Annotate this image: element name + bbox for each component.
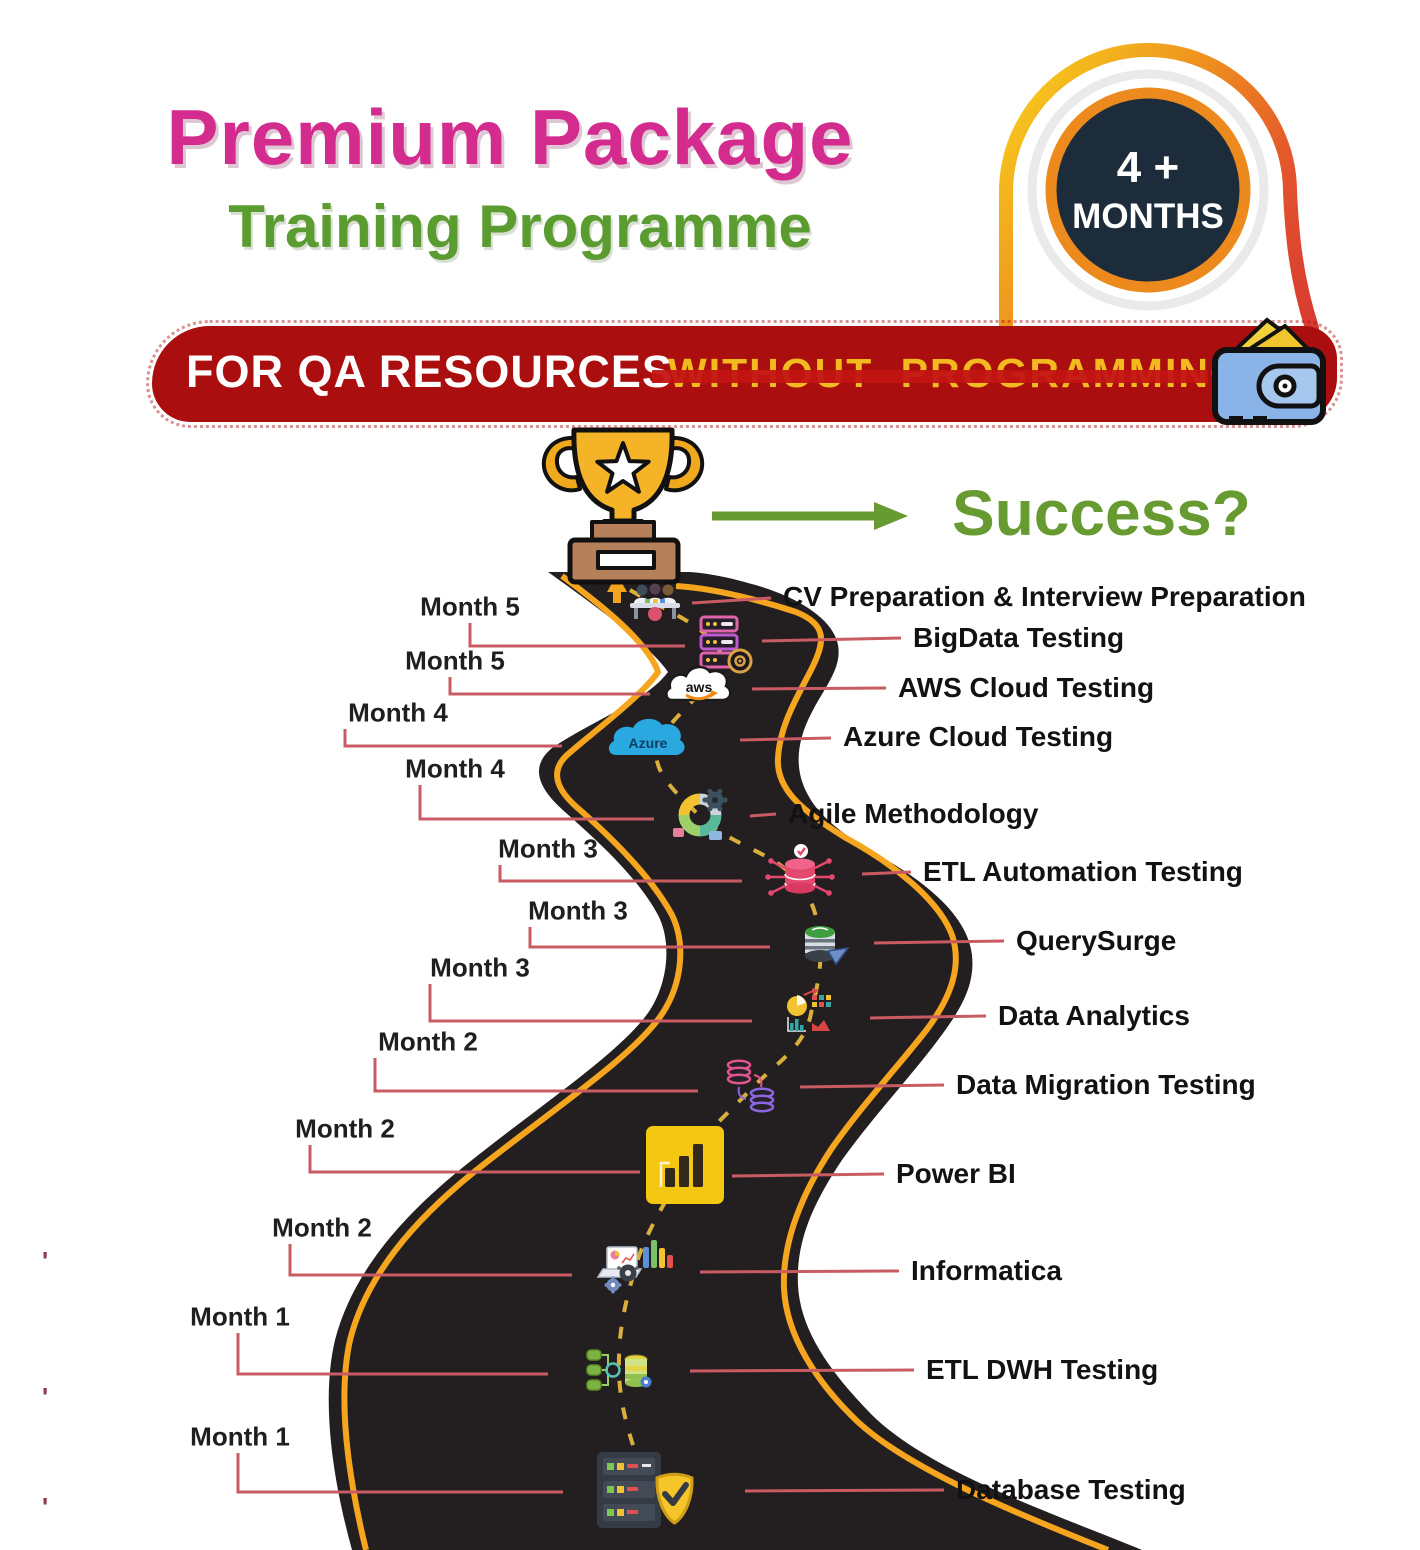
milestone-label: Agile Methodology (788, 798, 1039, 829)
month-label: Month 3 (498, 833, 598, 864)
milestone-label: CV Preparation & Interview Preparation (783, 581, 1306, 612)
success-label: Success? (952, 477, 1251, 549)
banner-audience-text: FOR QA RESOURCES (186, 346, 673, 397)
month-label: Month 3 (528, 895, 628, 926)
stray-mark: ' (42, 1492, 49, 1522)
month-label: Month 4 (405, 753, 505, 784)
aws-wordmark: aws (686, 679, 713, 695)
page-subtitle: Training Programme (228, 193, 812, 260)
milestone-label: BigData Testing (913, 622, 1125, 653)
milestone-label: Azure Cloud Testing (843, 721, 1114, 752)
etl-dwh-icon (586, 1349, 652, 1391)
aws-cloud-icon: aws (665, 665, 732, 702)
informatica-icon (596, 1240, 673, 1294)
page-title: Premium Package (166, 93, 854, 181)
month-label: Month 2 (295, 1113, 395, 1144)
badge-circle (1045, 87, 1251, 293)
month-label: Month 1 (190, 1421, 290, 1452)
month-label: Month 1 (190, 1301, 290, 1332)
milestone-label: ETL Automation Testing (923, 856, 1243, 887)
month-label: Month 5 (420, 591, 520, 622)
cv-interview-icon (630, 583, 680, 621)
month-connector-lines (236, 623, 770, 1494)
success-arrow-icon (712, 502, 908, 530)
milestone-label: QuerySurge (1016, 925, 1177, 956)
database-testing-icon (597, 1452, 694, 1528)
month-label: Month 4 (348, 697, 448, 728)
stray-mark: ' (42, 1382, 49, 1412)
milestone-label: AWS Cloud Testing (898, 672, 1155, 703)
bigdata-servers-icon (699, 615, 753, 674)
etl-automation-icon (765, 844, 835, 896)
road-right-edge-line (675, 583, 1110, 1550)
audience-banner: FOR QA RESOURCES WITHOUT PROGRAMMING (146, 317, 1343, 428)
month-label: Month 2 (378, 1026, 478, 1057)
month-label: Month 5 (405, 645, 505, 676)
milestone-label: Informatica (911, 1255, 1062, 1286)
road-start-arrow-icon (607, 574, 627, 603)
badge-unit-text: MONTHS (1072, 197, 1224, 236)
duration-badge: 4 + MONTHS (999, 43, 1319, 339)
badge-duration-text: 4 + (1117, 143, 1179, 192)
month-label: Month 3 (430, 952, 530, 983)
milestone-label: Power BI (896, 1158, 1016, 1189)
agile-cycle-icon (673, 788, 728, 840)
azure-wordmark: Azure (629, 735, 668, 751)
power-bi-icon (646, 1126, 724, 1204)
milestone-label: Data Migration Testing (956, 1069, 1256, 1100)
data-analytics-icon (787, 988, 831, 1032)
milestone-label: Database Testing (956, 1474, 1186, 1505)
wallet-icon (1212, 317, 1326, 425)
milestone-label: ETL DWH Testing (926, 1354, 1159, 1385)
badge-swoosh-arc (999, 43, 1319, 339)
querysurge-icon (805, 926, 850, 966)
milestone-label: Data Analytics (998, 1000, 1190, 1031)
strikethrough-bar (652, 370, 1208, 383)
topic-connector-lines (689, 596, 1005, 1493)
azure-cloud-icon: Azure (608, 718, 685, 755)
month-label: Month 2 (272, 1212, 372, 1243)
data-migration-icon (726, 1059, 775, 1113)
trophy-icon (541, 427, 705, 585)
road-left-edge-line (341, 573, 684, 1550)
stray-mark: ' (42, 1246, 49, 1276)
